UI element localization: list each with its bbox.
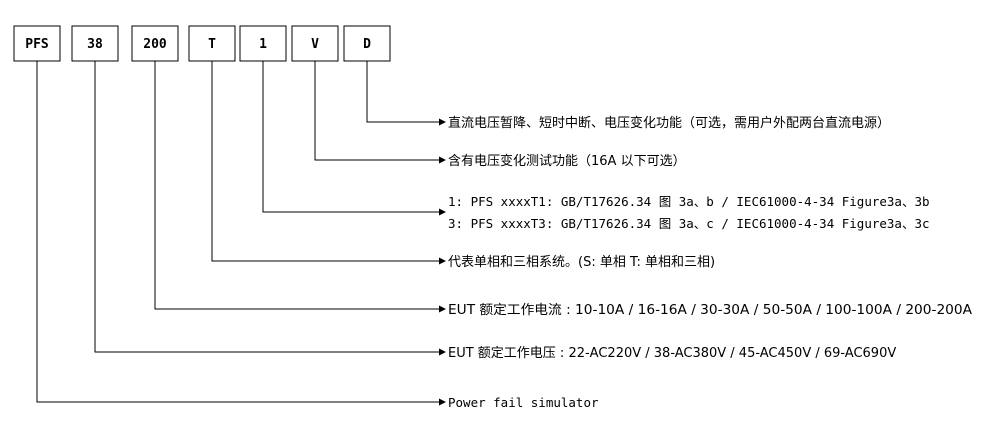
code-v: V: [311, 37, 319, 52]
code-box-1: 1: [239, 25, 287, 62]
connector-v: [314, 61, 440, 161]
desc-voltage: EUT 额定工作电压 : 22-AC220V / 38-AC380V / 45-…: [448, 346, 896, 361]
desc-d: 直流电压暂降、短时中断、电压变化功能（可选，需用户外配两台直流电源）: [448, 115, 890, 131]
connector-d: [366, 61, 440, 123]
code-box-38: 38: [71, 25, 119, 62]
desc-current: EUT 额定工作电流 : 10-10A / 16-16A / 30-30A / …: [448, 303, 972, 318]
connector-38: [94, 61, 440, 353]
code-box-t: T: [188, 25, 236, 62]
code-pfs: PFS: [25, 37, 49, 52]
code-box-pfs: PFS: [13, 25, 61, 62]
connector-1: [262, 61, 440, 213]
code-box-d: D: [343, 25, 391, 62]
arrow-t: [439, 257, 446, 265]
arrow-200: [439, 305, 446, 313]
arrow-1: [439, 208, 446, 216]
code-1: 1: [259, 37, 267, 52]
code-38: 38: [87, 37, 103, 52]
code-t: T: [208, 37, 216, 52]
code-box-200: 200: [131, 25, 179, 62]
code-d: D: [363, 37, 371, 52]
connector-t: [211, 61, 440, 262]
arrow-pfs: [439, 398, 446, 406]
arrow-38: [439, 348, 446, 356]
desc-1-line1: 1: PFS xxxxT1: GB/T17626.34 图 3a、b / IEC…: [448, 194, 930, 209]
code-box-v: V: [291, 25, 339, 62]
arrow-d: [439, 118, 446, 126]
code-200: 200: [143, 37, 167, 52]
desc-v: 含有电压变化测试功能（16A 以下可选）: [448, 153, 686, 169]
arrow-v: [439, 156, 446, 164]
desc-t: 代表单相和三相系统。(S: 单相 T: 单相和三相): [448, 255, 715, 270]
connector-200: [154, 61, 440, 310]
desc-1-line2: 3: PFS xxxxT3: GB/T17626.34 图 3a、c / IEC…: [448, 216, 930, 231]
desc-pfs: Power fail simulator: [448, 395, 599, 410]
connector-pfs: [36, 61, 440, 403]
